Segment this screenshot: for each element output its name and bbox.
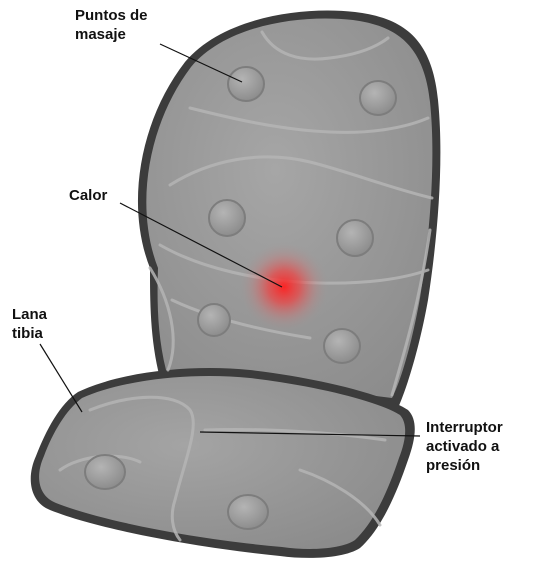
label-pressure-switch-line3: presión <box>426 456 503 475</box>
label-heat-line1: Calor <box>69 186 107 205</box>
label-pressure-switch-line2: activado a <box>426 437 503 456</box>
label-warm-wool-line2: tibia <box>12 324 47 343</box>
label-massage-points: Puntos de masaje <box>75 6 148 44</box>
label-warm-wool: Lana tibia <box>12 305 47 343</box>
label-warm-wool-line1: Lana <box>12 305 47 324</box>
backrest-surface <box>146 18 432 398</box>
leader-line-warm-wool <box>40 344 82 412</box>
label-massage-points-line2: masaje <box>75 25 148 44</box>
label-massage-points-line1: Puntos de <box>75 6 148 25</box>
label-pressure-switch-line1: Interruptor <box>426 418 503 437</box>
label-pressure-switch: Interruptor activado a presión <box>426 418 503 475</box>
heat-glow <box>238 241 330 333</box>
label-heat: Calor <box>69 186 107 205</box>
